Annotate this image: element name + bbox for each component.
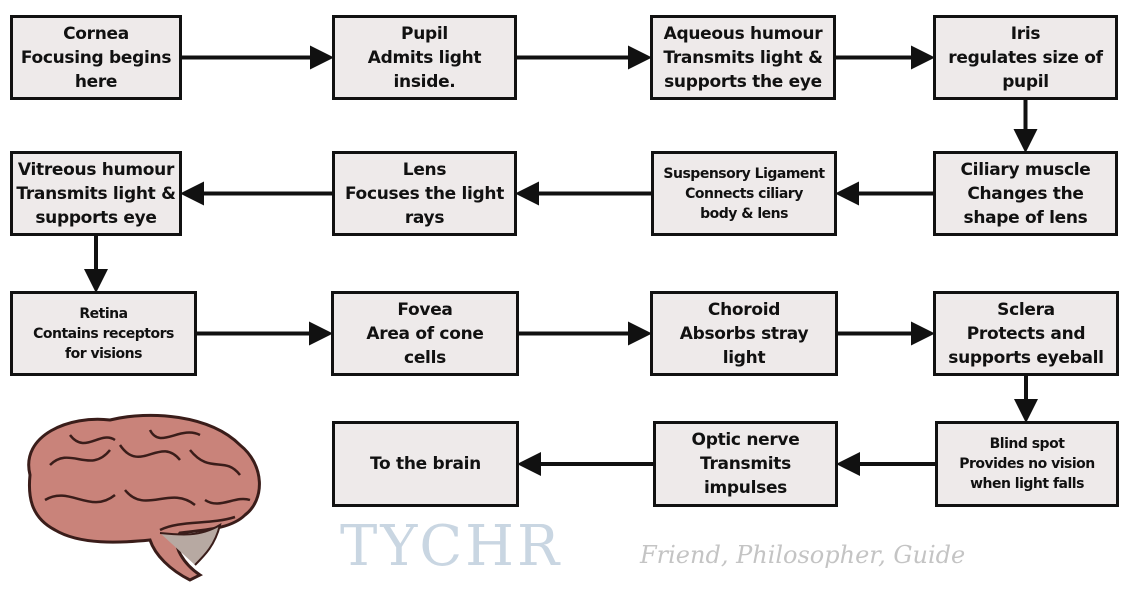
node-text: impulses xyxy=(703,478,787,498)
node-text: supports the eye xyxy=(664,71,822,92)
node-text: Retina xyxy=(79,305,128,322)
node-text: Sclera xyxy=(997,299,1055,320)
node-text: supports eyeball xyxy=(948,347,1104,368)
node-text: Lens xyxy=(402,159,447,180)
node-text: here xyxy=(74,71,118,92)
node-text: To the brain xyxy=(370,454,481,474)
node-text: Transmits xyxy=(700,454,791,474)
node-text: cells xyxy=(404,347,446,368)
node-text: when light falls xyxy=(970,476,1084,492)
node-text: Aqueous humour xyxy=(663,23,823,44)
node-text: Contains receptors xyxy=(33,325,174,342)
node-text: inside. xyxy=(393,71,456,92)
watermark-title: TYCHR xyxy=(340,514,563,579)
node-text: Focuses the light xyxy=(344,183,505,204)
node-text: supports eye xyxy=(35,207,157,228)
node-text: Provides no vision xyxy=(959,456,1095,472)
node-text: Connects ciliary xyxy=(685,185,803,202)
node-text: for visions xyxy=(65,345,142,362)
node-text: Cornea xyxy=(63,23,129,44)
watermark-tagline: Friend, Philosopher, Guide xyxy=(640,541,966,569)
brain-illustration xyxy=(27,413,261,582)
node-text: regulates size of xyxy=(948,47,1103,68)
node-text: pupil xyxy=(1002,71,1049,92)
node-text: rays xyxy=(404,207,445,228)
node-text: Area of cone xyxy=(366,323,484,344)
node-text: Absorbs stray xyxy=(679,323,809,344)
node-text: light xyxy=(722,347,766,368)
node-text: Vitreous humour xyxy=(17,159,175,180)
node-text: body & lens xyxy=(700,205,788,222)
node-text: Choroid xyxy=(707,299,781,320)
node-text: Suspensory Ligament xyxy=(663,165,825,182)
node-text: Admits light xyxy=(367,47,482,68)
node-text: Fovea xyxy=(397,299,453,320)
node-text: shape of lens xyxy=(963,207,1088,228)
node-iris: Iris regulates size of pupil xyxy=(933,15,1118,100)
node-text: Optic nerve xyxy=(691,430,800,450)
node-text: Transmits light & xyxy=(663,47,823,68)
node-text: Iris xyxy=(1010,23,1041,44)
node-text: Ciliary muscle xyxy=(960,159,1091,180)
node-text: Focusing begins xyxy=(20,47,172,68)
node-text: Protects and xyxy=(966,323,1086,344)
node-text: Blind spot xyxy=(989,436,1065,452)
node-text: Pupil xyxy=(401,23,448,44)
node-text: Changes the xyxy=(967,183,1084,204)
node-text: Transmits light & xyxy=(16,183,176,204)
node-to-the-brain: To the brain xyxy=(332,421,519,507)
